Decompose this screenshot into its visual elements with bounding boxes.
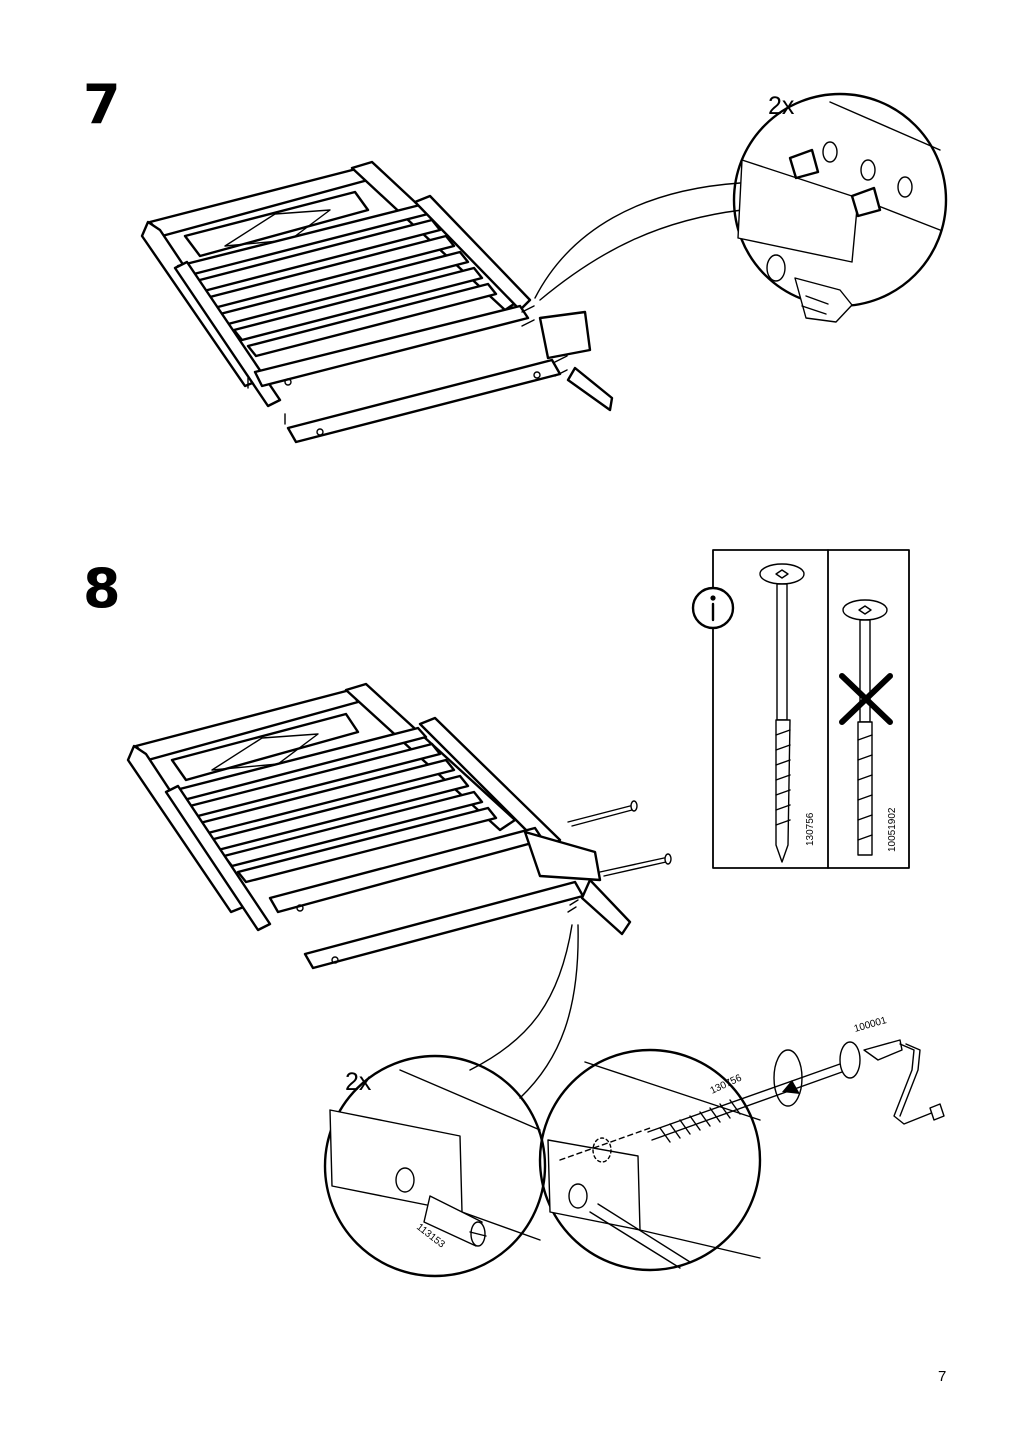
step-number-8: 8 bbox=[83, 557, 121, 620]
seat-slats-8 bbox=[166, 726, 498, 884]
page-number: 7 bbox=[938, 1368, 947, 1385]
correct-bolt-icon bbox=[759, 563, 805, 863]
step-7-quantity: 2x bbox=[768, 92, 795, 120]
allen-key-part-number: 100001 bbox=[853, 1015, 889, 1035]
correct-part-number: 130756 bbox=[805, 812, 816, 846]
info-icon bbox=[691, 586, 735, 630]
step-8-quantity: 2x bbox=[345, 1068, 372, 1096]
wrong-part-number: 10051902 bbox=[887, 807, 898, 852]
bolts-inserting bbox=[567, 800, 672, 877]
allen-key-icon bbox=[863, 1039, 945, 1125]
cross-icon bbox=[839, 673, 893, 725]
step-number-7: 7 bbox=[83, 73, 121, 136]
wrong-bolt-icon bbox=[842, 599, 888, 856]
